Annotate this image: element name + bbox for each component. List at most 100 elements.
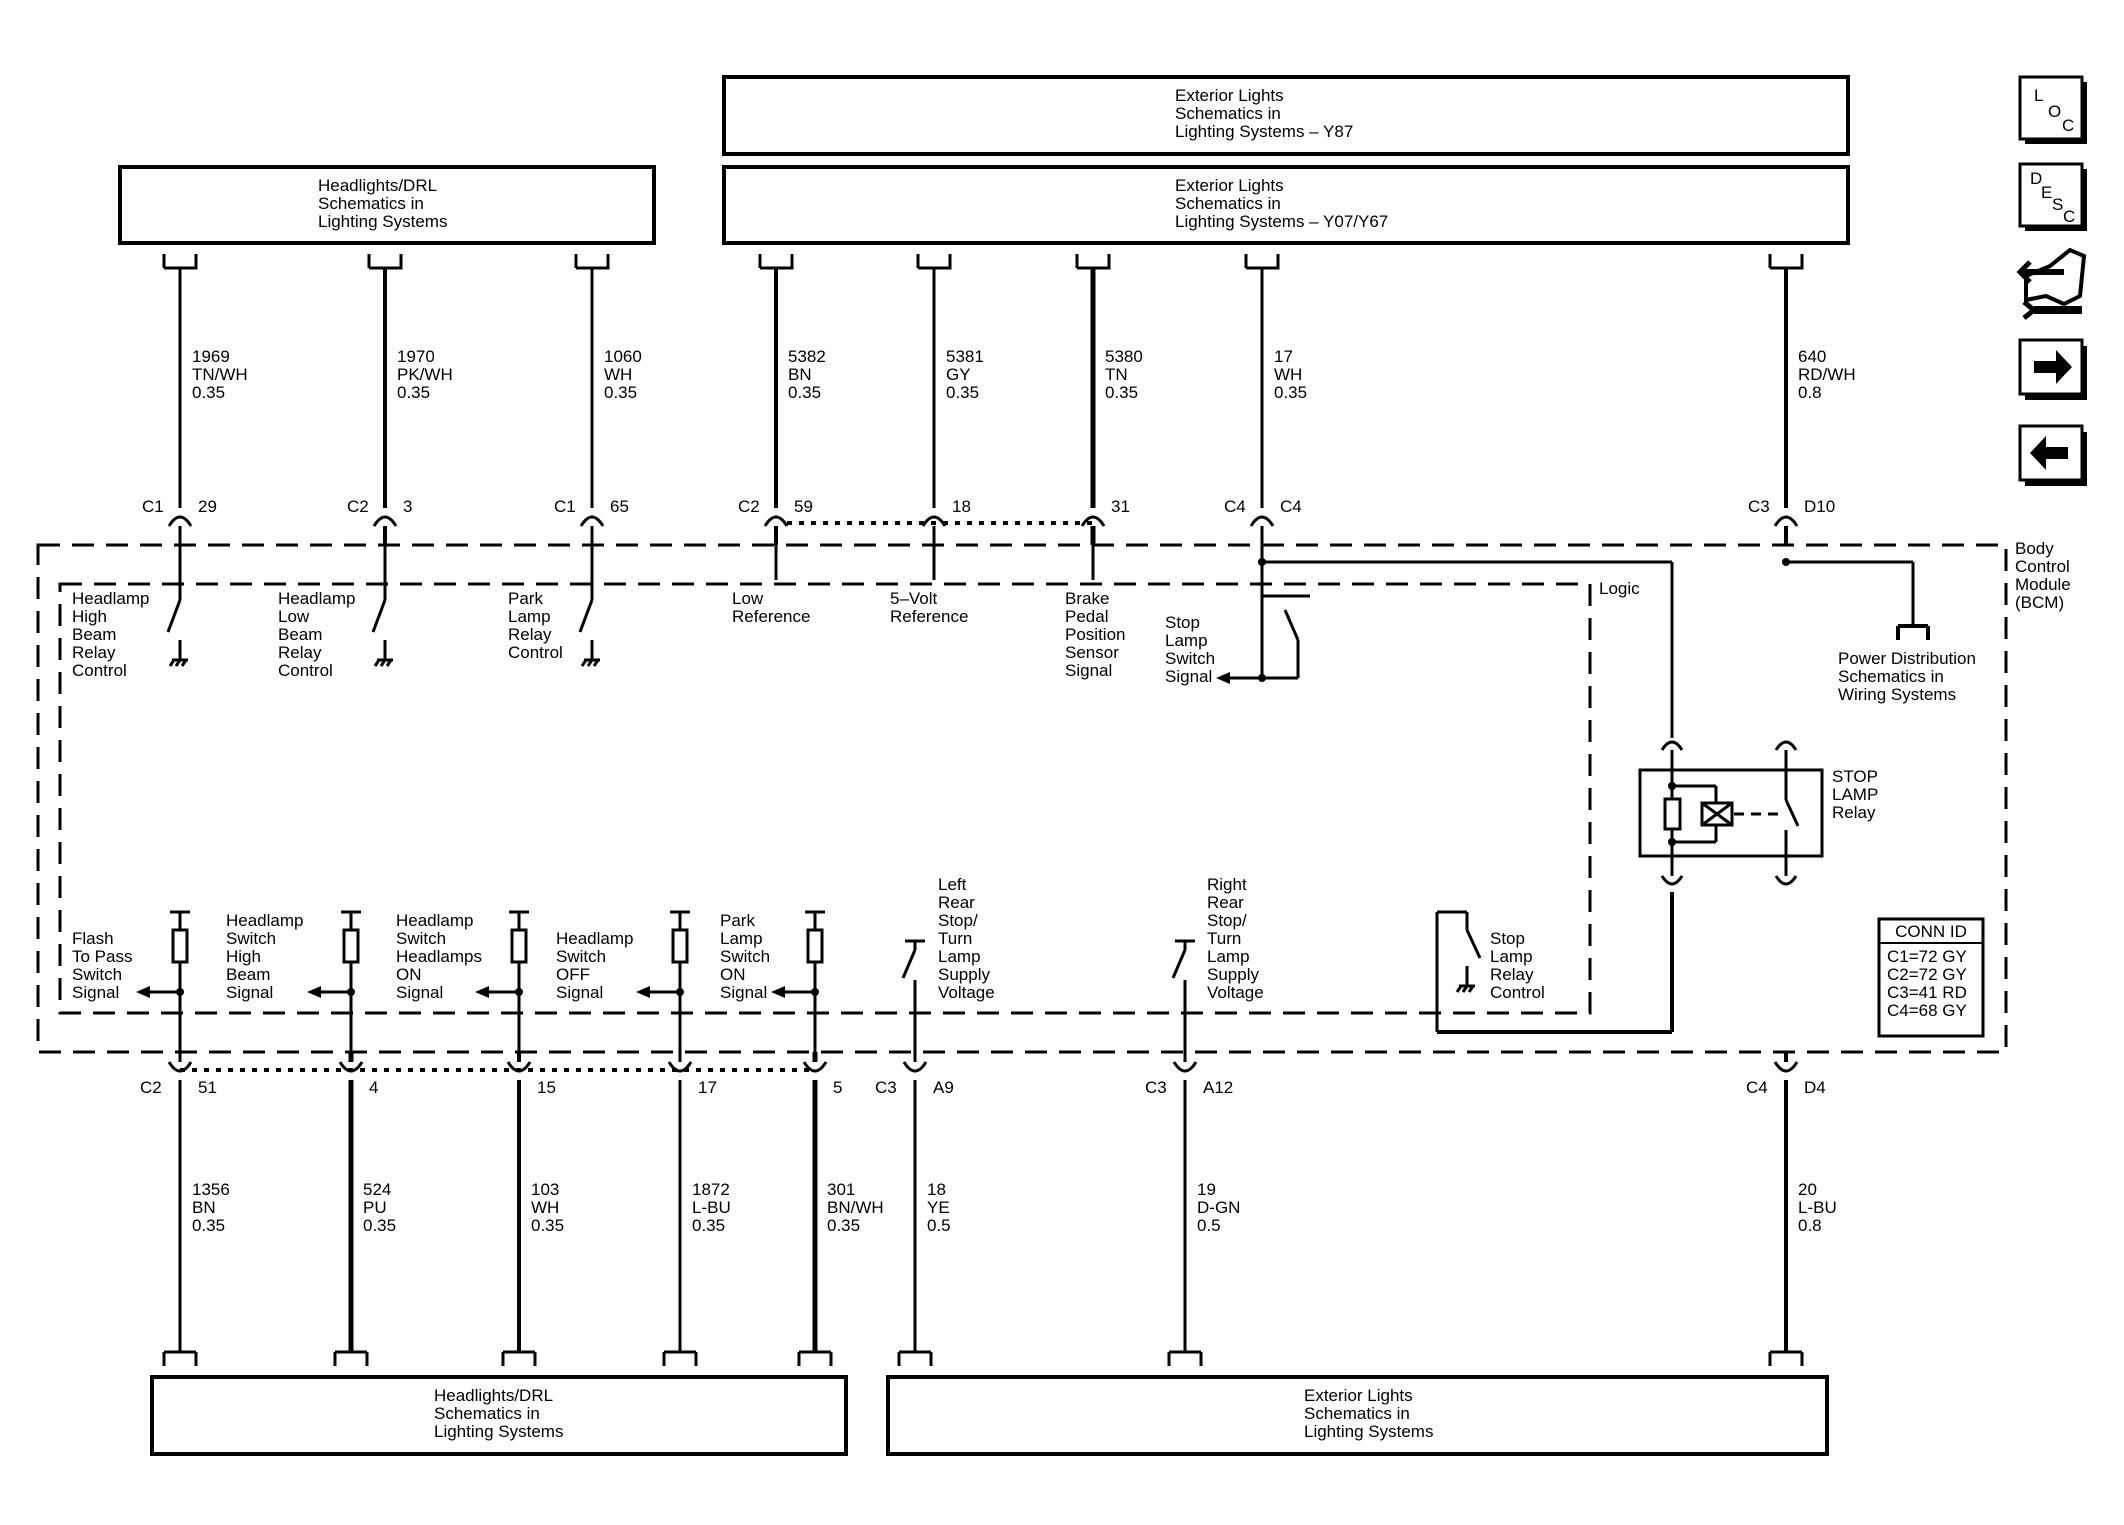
- signal-label-line: Signal: [720, 983, 767, 1002]
- signal-label-line: Sensor: [1065, 643, 1119, 662]
- wire-gauge: 0.8: [1798, 383, 1822, 402]
- bcm-label-line: Module: [2015, 575, 2071, 594]
- pin-number: A9: [933, 1078, 954, 1097]
- connector-pin: [902, 1061, 928, 1073]
- circuit-number: 5381: [946, 347, 984, 366]
- connector-id: C3: [1748, 497, 1770, 516]
- signal-label-line: Headlamp: [226, 911, 304, 930]
- box-exterior-lights-y87[interactable]: Exterior Lights Schematics in Lighting S…: [722, 75, 1850, 156]
- box-connector: [367, 254, 403, 270]
- signal-arrow: [307, 986, 321, 998]
- pin-number: 65: [610, 497, 629, 516]
- signal-label-line: Control: [72, 661, 127, 680]
- box-exterior-lights-y07[interactable]: Exterior Lights Schematics in Lighting S…: [722, 165, 1850, 245]
- signal-label-line: Voltage: [1207, 983, 1264, 1002]
- connector-id: C2: [347, 497, 369, 516]
- pullup-resistor: [806, 928, 824, 964]
- box-line: Schematics in: [1304, 1404, 1410, 1423]
- signal-label-line: Left: [938, 875, 967, 894]
- connector-pin: [167, 515, 193, 527]
- signal-label-line: OFF: [556, 965, 590, 984]
- wire-color: D-GN: [1197, 1198, 1240, 1217]
- top-signal-labels: HeadlampHighBeamRelayControlHeadlampLowB…: [72, 589, 1215, 686]
- wire-gauge: 0.35: [397, 383, 430, 402]
- signal-arrow: [136, 986, 150, 998]
- bcm-label-line: Control: [2015, 557, 2070, 576]
- box-line: Lighting Systems: [434, 1422, 563, 1441]
- wire-color: WH: [1274, 365, 1302, 384]
- box-headlights-drl-top[interactable]: Headlights/DRL Schematics in Lighting Sy…: [118, 165, 656, 245]
- wire-gauge: 0.35: [1105, 383, 1138, 402]
- circuit-number: 103: [531, 1180, 559, 1199]
- forward-arrow-icon[interactable]: [2018, 338, 2087, 400]
- wire-color: BN/WH: [827, 1198, 884, 1217]
- box-exterior-lights-bottom[interactable]: Exterior Lights Schematics in Lighting S…: [886, 1375, 1829, 1456]
- signal-label-line: Lamp: [938, 947, 981, 966]
- back-arrow-icon[interactable]: [2018, 424, 2087, 486]
- circuit-number: 17: [1274, 347, 1293, 366]
- bcm-label-line: (BCM): [2015, 593, 2064, 612]
- signal-label-line: Signal: [226, 983, 273, 1002]
- circuit-number: 18: [927, 1180, 946, 1199]
- desc-button[interactable]: D E S C: [2018, 162, 2087, 231]
- signal-label-line: Signal: [556, 983, 603, 1002]
- signal-label-line: ON: [720, 965, 746, 984]
- connector-hands-icon[interactable]: [2016, 247, 2087, 320]
- box-line: Headlights/DRL: [434, 1386, 553, 1405]
- box-line: Lighting Systems – Y07/Y67: [1175, 212, 1388, 231]
- wire-gauge: 0.5: [1197, 1216, 1221, 1235]
- connector-pin: [1773, 515, 1799, 527]
- wire-color: TN: [1105, 365, 1128, 384]
- connector-pin: [1249, 515, 1275, 527]
- box-connector: [797, 1350, 833, 1366]
- signal-label-line: Turn: [938, 929, 972, 948]
- box-headlights-drl-bottom[interactable]: Headlights/DRL Schematics in Lighting Sy…: [150, 1375, 848, 1456]
- wire-gauge: 0.8: [1798, 1216, 1822, 1235]
- signal-label-line: Supply: [1207, 965, 1259, 984]
- connector-pin: [579, 515, 605, 527]
- circuit-number: 5382: [788, 347, 826, 366]
- wire-gauge: 0.35: [946, 383, 979, 402]
- loc-letter: L: [2034, 86, 2043, 105]
- signal-label-line: Switch: [72, 965, 122, 984]
- conn-id-row: C1=72 GY: [1887, 947, 1967, 966]
- connector-pin: [802, 1061, 828, 1073]
- circuit-number: 301: [827, 1180, 855, 1199]
- connector-pin: [1172, 1061, 1198, 1073]
- switch-input-circuit: [636, 910, 690, 1052]
- wire-color: TN/WH: [192, 365, 248, 384]
- pin-number: 31: [1111, 497, 1130, 516]
- loc-letter: O: [2048, 102, 2061, 121]
- signal-label-line: Relay: [508, 625, 552, 644]
- desc-letter: E: [2041, 183, 2052, 202]
- switch-input-circuit: [771, 910, 825, 1052]
- wire-gauge: 0.35: [1274, 383, 1307, 402]
- pullup-resistor: [671, 928, 689, 964]
- wire-color: GY: [946, 365, 971, 384]
- box-connector: [333, 1350, 369, 1366]
- circuit-number: 1970: [397, 347, 435, 366]
- connector-pin: [763, 515, 789, 527]
- circuit-number: 1872: [692, 1180, 730, 1199]
- box-connector: [162, 254, 198, 270]
- signal-label-line: Right: [1207, 875, 1247, 894]
- signal-label-line: Beam: [72, 625, 116, 644]
- wire-gauge: 0.35: [192, 1216, 225, 1235]
- connector-id: C1: [554, 497, 576, 516]
- pin-number: 4: [369, 1078, 378, 1097]
- loc-button[interactable]: L O C: [2018, 75, 2087, 144]
- wire-color: YE: [927, 1198, 950, 1217]
- box-line: Schematics in: [318, 194, 424, 213]
- connector-id: C3: [875, 1078, 897, 1097]
- power-distribution[interactable]: Power Distribution Schematics in Wiring …: [1782, 558, 1976, 704]
- wire-color: WH: [604, 365, 632, 384]
- box-connector: [897, 1350, 933, 1366]
- connector-id: C1: [142, 497, 164, 516]
- relay-label-line: Relay: [1832, 803, 1876, 822]
